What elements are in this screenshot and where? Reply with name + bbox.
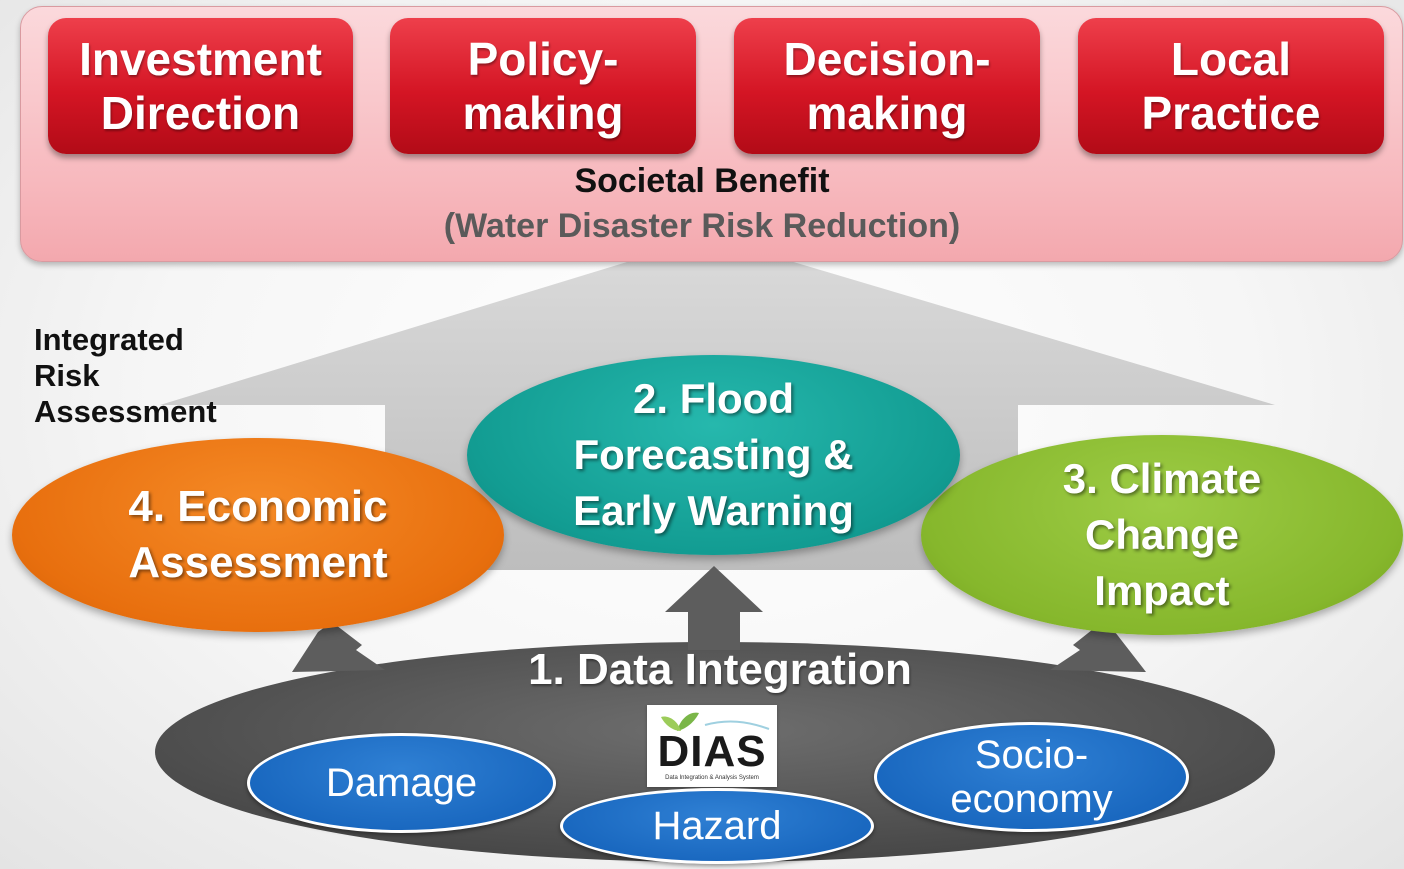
dias-logo-subtitle: Data Integration & Analysis System — [665, 775, 759, 781]
arrow-up-left — [292, 622, 385, 672]
dias-logo: DIAS Data Integration & Analysis System — [647, 705, 777, 787]
socio-economy-ellipse: Socio- economy — [874, 722, 1189, 832]
dias-logo-text: DIAS — [657, 727, 767, 776]
decision-making-box: Decision- making — [734, 18, 1040, 154]
arrow-up-center — [665, 566, 763, 650]
integrated-risk-assessment-label: Integrated Risk Assessment — [34, 322, 217, 429]
damage-ellipse: Damage — [247, 733, 556, 833]
hazard-ellipse: Hazard — [560, 788, 874, 864]
flood-forecasting-ellipse: 2. Flood Forecasting & Early Warning — [467, 355, 960, 555]
societal-benefit-subtitle: (Water Disaster Risk Reduction) — [443, 207, 961, 245]
local-practice-box: Local Practice — [1078, 18, 1384, 154]
arrow-up-right — [1050, 622, 1146, 672]
economic-assessment-ellipse: 4. Economic Assessment — [12, 438, 504, 632]
policy-making-box: Policy- making — [390, 18, 696, 154]
societal-benefit-title: Societal Benefit — [574, 162, 830, 200]
data-integration-title: 1. Data Integration — [528, 645, 912, 694]
climate-change-ellipse: 3. Climate Change Impact — [921, 435, 1403, 635]
leaf-icon — [661, 712, 770, 731]
investment-direction-box: Investment Direction — [48, 18, 353, 154]
